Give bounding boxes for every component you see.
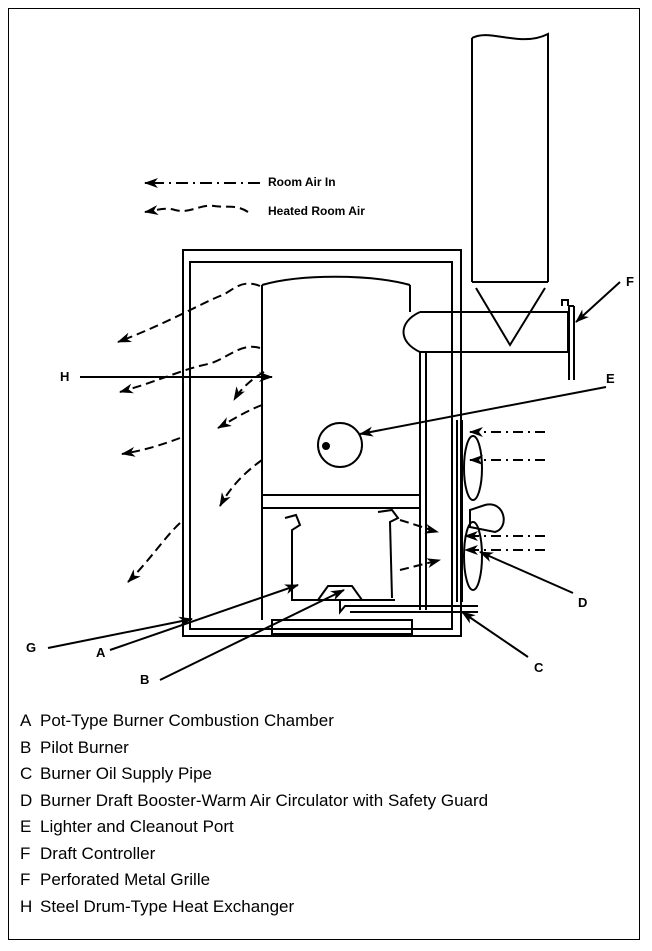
caption-text: Burner Draft Booster-Warm Air Circulator…	[40, 790, 489, 810]
draft-controller	[561, 299, 575, 380]
combustion-chamber	[271, 508, 460, 635]
label-b: B	[140, 672, 150, 687]
caption-key: E	[20, 817, 32, 836]
label-a: A	[96, 645, 106, 660]
label-g: G	[26, 640, 37, 655]
caption-item: E Lighter and Cleanout Port	[20, 814, 488, 841]
caption-item: F Draft Controller	[20, 841, 488, 868]
caption-key: B	[20, 737, 32, 757]
label-e: E	[606, 371, 615, 386]
room-air-in-arrows	[464, 427, 545, 555]
figure-frame	[8, 8, 640, 940]
caption-key: H	[20, 896, 33, 916]
caption-key: F	[20, 870, 31, 889]
caption-text: Draft Controller	[40, 843, 156, 863]
caption-text: Pilot Burner	[40, 737, 129, 757]
label-d: D	[578, 595, 588, 610]
flue-pipe	[471, 32, 549, 347]
label-h: H	[60, 369, 70, 384]
caption-item: F Perforated Metal Grille	[20, 867, 488, 894]
oil-supply-pipe	[350, 605, 478, 613]
caption-item: B Pilot Burner	[20, 735, 488, 762]
heated-air-arrows	[117, 282, 441, 583]
caption-item: D Burner Draft Booster-Warm Air Circulato…	[20, 788, 488, 815]
legend-heated-room-air: Heated Room Air	[268, 204, 365, 218]
label-f: F	[626, 274, 634, 289]
caption-text: Pot-Type Burner Combustion Chamber	[40, 711, 334, 730]
caption-key: D	[20, 790, 33, 810]
label-c: C	[534, 660, 544, 675]
caption-item: H Steel Drum-Type Heat Exchanger	[20, 894, 488, 921]
legend-room-air-in: Room Air In	[268, 175, 336, 189]
caption-item: A Pot-Type Burner Combustion Chamber	[20, 708, 488, 735]
caption-text: Steel Drum-Type Heat Exchanger	[40, 896, 295, 916]
caption-text: Perforated Metal Grille	[40, 870, 211, 889]
caption-key: A	[20, 711, 32, 730]
heat-exchanger-drum	[261, 275, 420, 620]
caption-text: Lighter and Cleanout Port	[40, 817, 234, 836]
caption-key: C	[20, 764, 33, 783]
caption-text: Burner Oil Supply Pipe	[40, 764, 212, 783]
legend-symbols	[144, 178, 260, 215]
draft-booster-circulator	[451, 420, 505, 602]
caption-list: A Pot-Type Burner Combustion Chamber B Pil…	[20, 708, 488, 920]
caption-key: F	[20, 843, 31, 863]
caption-item: C Burner Oil Supply Pipe	[20, 761, 488, 788]
leader-lines	[47, 281, 621, 681]
